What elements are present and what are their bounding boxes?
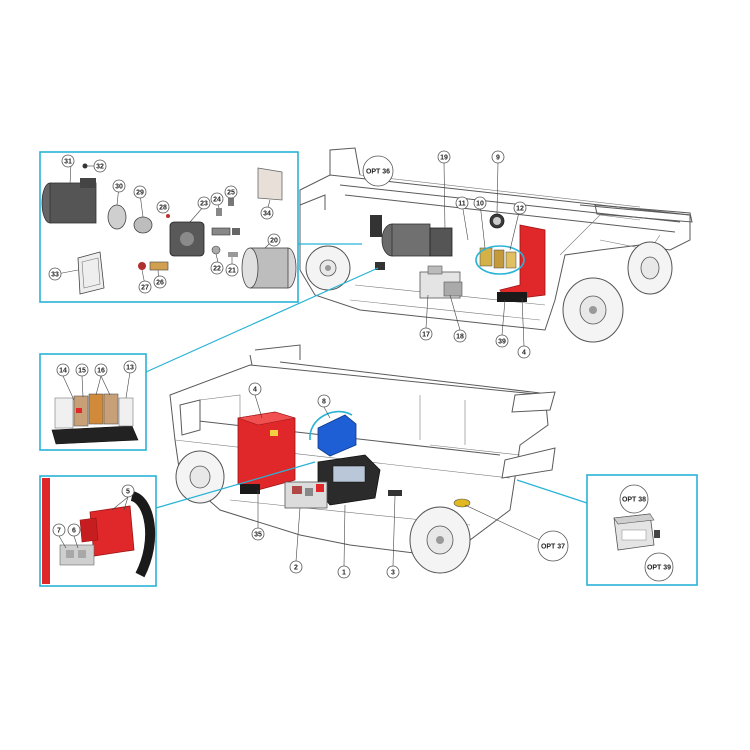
callout-number: 31 xyxy=(64,159,72,166)
callout-number: 7 xyxy=(57,528,61,535)
callout-labels: 19 9 11 10 12 17 18 39 4 OPT 36 4 8 35 2… xyxy=(48,150,674,582)
callout-1: 1 xyxy=(337,565,351,579)
callout-10: 10 xyxy=(473,196,487,210)
inset-connector-leaders xyxy=(58,496,129,549)
callout-number: 12 xyxy=(516,206,524,213)
callout-number: 21 xyxy=(228,268,236,275)
callout-number: 16 xyxy=(97,368,105,375)
callout-11: 11 xyxy=(455,196,469,210)
lower-chassis xyxy=(169,344,556,574)
callout-number: 35 xyxy=(254,532,262,539)
callout-number: OPT 38 xyxy=(622,497,646,504)
callout-8: 8 xyxy=(317,394,331,408)
callout-number: 29 xyxy=(136,190,144,197)
callout-4-bottom: 4 xyxy=(248,382,262,396)
callout-number: 4 xyxy=(522,350,526,357)
callout-number: 23 xyxy=(200,201,208,208)
callout-5: 5 xyxy=(121,484,135,498)
callout-number: 1 xyxy=(342,570,346,577)
callout-number: OPT 36 xyxy=(366,169,390,176)
callout-18: 18 xyxy=(453,329,467,343)
inset-options xyxy=(586,474,698,586)
callout-39: 39 xyxy=(495,334,509,348)
upper-callouts xyxy=(425,161,525,347)
callout-number: 34 xyxy=(263,211,271,218)
callout-number: 18 xyxy=(456,334,464,341)
callout-number: 3 xyxy=(391,570,395,577)
callout-number: 9 xyxy=(496,155,500,162)
callout-7: 7 xyxy=(52,523,66,537)
callout-number: 14 xyxy=(59,368,67,375)
opt-37-label: OPT 37 xyxy=(537,530,569,562)
callout-21: 21 xyxy=(225,263,239,277)
callout-number: 15 xyxy=(78,368,86,375)
callout-number: 26 xyxy=(156,280,164,287)
callout-number: 13 xyxy=(126,365,134,372)
callout-9: 9 xyxy=(491,150,505,164)
callout-14: 14 xyxy=(56,363,70,377)
callout-4-top: 4 xyxy=(517,345,531,359)
callout-25: 25 xyxy=(224,185,238,199)
upper-chassis xyxy=(299,147,693,343)
callout-29: 29 xyxy=(133,185,147,199)
callout-35: 35 xyxy=(251,527,265,541)
opt-36-label: OPT 36 xyxy=(362,155,394,187)
callout-number: 17 xyxy=(422,332,430,339)
callout-number: 22 xyxy=(213,266,221,273)
callout-number: OPT 39 xyxy=(647,565,671,572)
callout-number: 25 xyxy=(227,190,235,197)
callout-22: 22 xyxy=(210,261,224,275)
callout-number: 2 xyxy=(294,565,298,572)
callout-28: 28 xyxy=(156,200,170,214)
callout-32: 32 xyxy=(93,159,107,173)
callout-number: 30 xyxy=(115,184,123,191)
inset-hydraulic-pump xyxy=(39,151,299,303)
callout-number: 4 xyxy=(253,387,257,394)
inset-battery-connector xyxy=(39,475,157,587)
callout-3: 3 xyxy=(386,565,400,579)
callout-24: 24 xyxy=(210,192,224,206)
callout-number: 28 xyxy=(159,205,167,212)
callout-27: 27 xyxy=(138,280,152,294)
callout-20: 20 xyxy=(267,233,281,247)
callout-number: 11 xyxy=(458,201,466,208)
callout-number: 20 xyxy=(270,238,278,245)
lower-callouts xyxy=(254,394,541,567)
callout-34: 34 xyxy=(260,206,274,220)
callout-33: 33 xyxy=(48,267,62,281)
callout-number: 6 xyxy=(72,528,76,535)
opt-38-label: OPT 38 xyxy=(619,484,649,514)
callout-2: 2 xyxy=(289,560,303,574)
callout-number: 27 xyxy=(141,285,149,292)
callout-6: 6 xyxy=(67,523,81,537)
callout-26: 26 xyxy=(153,275,167,289)
callout-number: 39 xyxy=(498,339,506,346)
callout-number: OPT 37 xyxy=(541,544,565,551)
callout-30: 30 xyxy=(112,179,126,193)
callout-number: 10 xyxy=(476,201,484,208)
callout-12: 12 xyxy=(513,201,527,215)
inset-connectors xyxy=(145,243,588,509)
callout-number: 8 xyxy=(322,399,326,406)
callout-23: 23 xyxy=(197,196,211,210)
callout-31: 31 xyxy=(61,154,75,168)
callout-15: 15 xyxy=(75,363,89,377)
callout-number: 24 xyxy=(213,197,221,204)
callout-number: 32 xyxy=(96,164,104,171)
callout-19: 19 xyxy=(437,150,451,164)
callout-16: 16 xyxy=(94,363,108,377)
callout-number: 19 xyxy=(440,155,448,162)
callout-number: 5 xyxy=(126,489,130,496)
callout-17: 17 xyxy=(419,327,433,341)
opt-39-label: OPT 39 xyxy=(644,552,674,582)
callout-13: 13 xyxy=(123,360,137,374)
inset-relay-leaders xyxy=(62,371,131,401)
callout-number: 33 xyxy=(51,272,59,279)
